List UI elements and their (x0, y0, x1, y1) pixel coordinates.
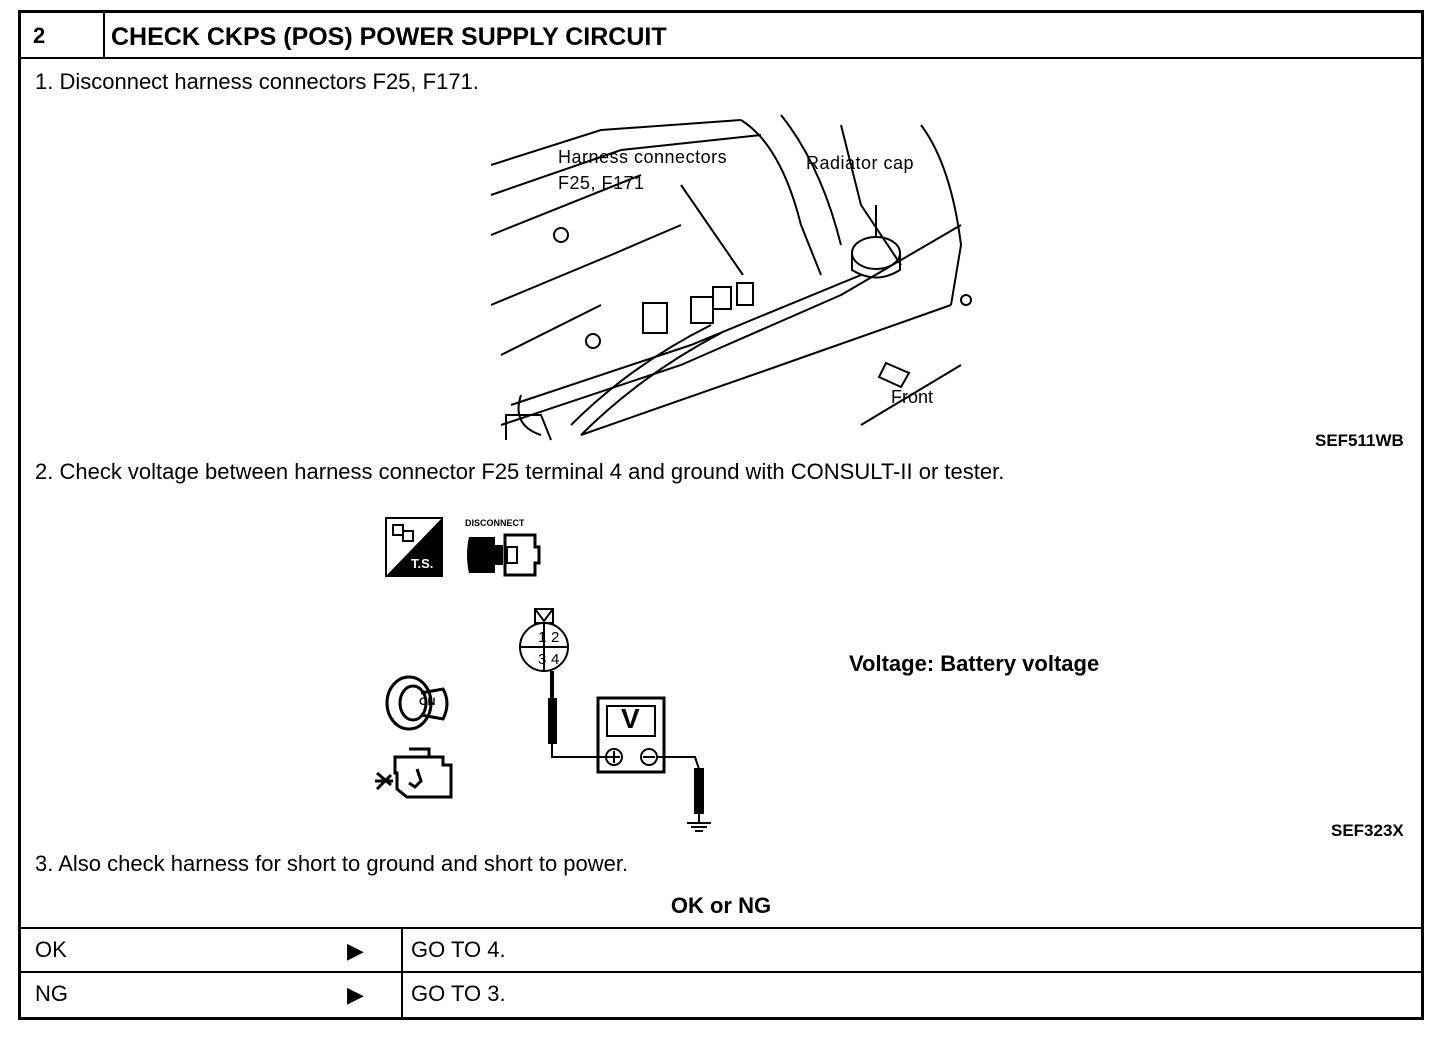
result-action: GO TO 3. (411, 981, 506, 1006)
disconnect-icon (467, 533, 541, 577)
terminal-3: 3 (538, 651, 547, 668)
result-row-ng: NG ▶ GO TO 3. (21, 971, 1421, 1017)
label-radiator-cap: Radiator cap (806, 153, 915, 173)
step-1-text: 1. Disconnect harness connectors F25, F1… (35, 69, 479, 94)
label-front: Front (891, 387, 934, 407)
step-3-text: 3. Also check harness for short to groun… (35, 851, 629, 876)
header-row: 2 CHECK CKPS (POS) POWER SUPPLY CIRCUIT (21, 13, 1421, 59)
result-heading: OK or NG (670, 893, 772, 918)
label-harness-connectors: Harness connectors (558, 147, 728, 167)
step-title: CHECK CKPS (POS) POWER SUPPLY CIRCUIT (111, 23, 667, 51)
engine-icon (375, 747, 453, 799)
step-2-text: 2. Check voltage between harness connect… (35, 459, 1005, 484)
figure-2-code: SEF323X (1331, 821, 1404, 840)
voltage-circuit-diagram (519, 608, 711, 832)
voltage-spec: Voltage: Battery voltage (849, 651, 1100, 676)
label-connector-ids: F25, F171 (558, 173, 645, 193)
tester-icon-label: T.S. (411, 556, 434, 571)
engine-bay-illustration (490, 114, 972, 441)
terminal-4: 4 (551, 651, 560, 668)
result-label: OK (35, 937, 67, 962)
tester-icon (385, 517, 443, 577)
result-action: GO TO 4. (411, 937, 506, 962)
disconnect-icon-label: DISCONNECT (465, 518, 525, 528)
result-label: NG (35, 981, 68, 1006)
voltmeter-label: V (621, 703, 640, 734)
result-condition-cell: OK ▶ (21, 929, 403, 971)
figure-1-code: SEF511WB (1315, 431, 1404, 450)
ignition-on-icon (385, 675, 449, 731)
arrow-right-icon: ▶ (347, 982, 364, 1007)
result-condition-cell: NG ▶ (21, 973, 403, 1017)
step-number: 2 (21, 13, 105, 57)
arrow-right-icon: ▶ (347, 938, 364, 963)
ignition-on-label: ON (419, 696, 436, 708)
procedure-box: 2 CHECK CKPS (POS) POWER SUPPLY CIRCUIT … (18, 10, 1424, 1020)
result-row-ok: OK ▶ GO TO 4. (21, 927, 1421, 971)
terminal-1: 1 (538, 629, 547, 646)
terminal-2: 2 (551, 629, 560, 646)
